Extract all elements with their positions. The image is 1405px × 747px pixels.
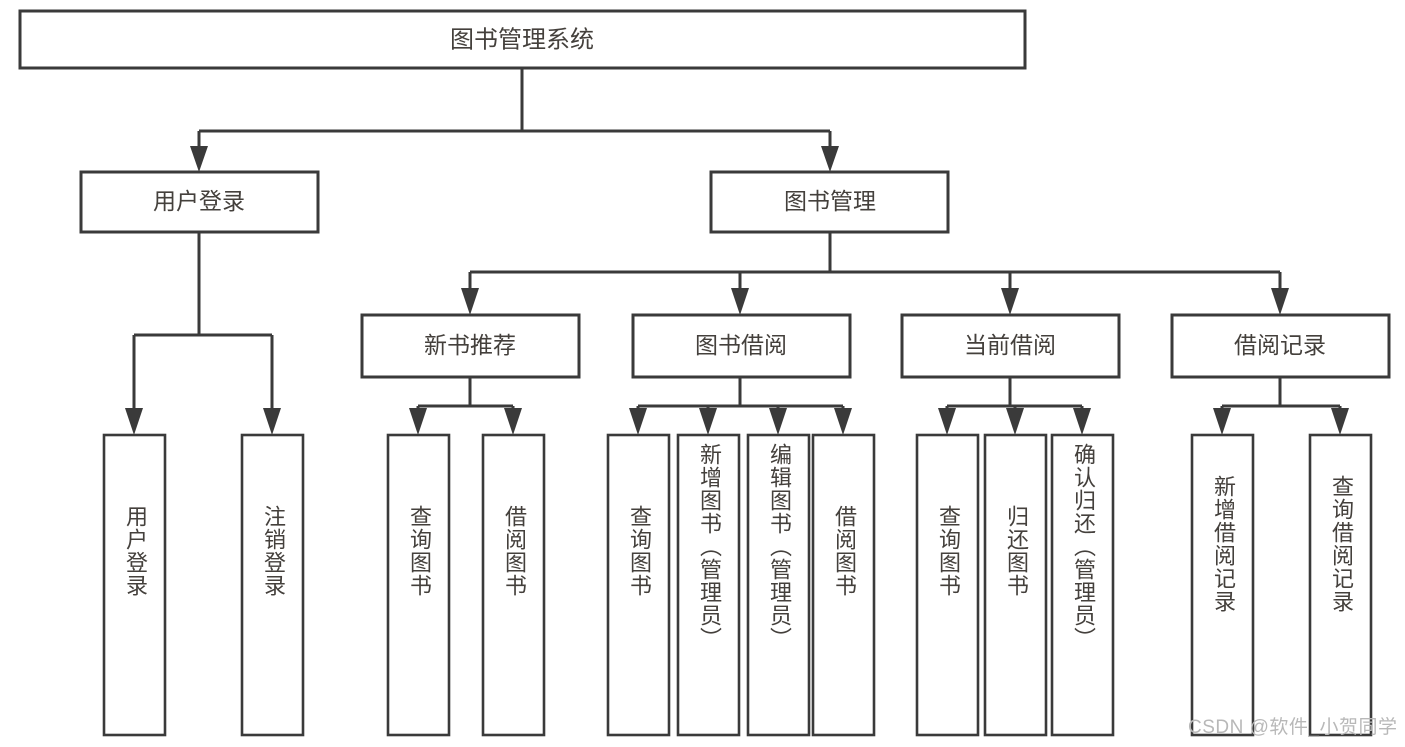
leaf-group-book-borrow — [606, 433, 876, 737]
node-current-borrow-label: 当前借阅 — [964, 332, 1056, 358]
node-current-borrow[interactable]: 当前借阅 — [900, 313, 1121, 379]
node-new-book-recommend[interactable]: 新书推荐 — [360, 313, 581, 379]
leaf-box-edit-book-admin[interactable] — [746, 433, 811, 737]
leaf-box-add-borrow-record[interactable] — [1190, 433, 1255, 737]
connector-userlogin-to-leaves — [125, 232, 281, 435]
connector-newbook-to-leaves — [409, 377, 522, 435]
leaf-group-user-login — [102, 433, 305, 737]
leaf-box-query-book-3[interactable] — [915, 433, 980, 737]
leaf-box-return-book[interactable] — [983, 433, 1048, 737]
node-new-book-recommend-label: 新书推荐 — [424, 332, 516, 358]
leaf-box-query-book-2[interactable] — [606, 433, 671, 737]
node-root[interactable]: 图书管理系统 — [18, 9, 1027, 70]
leaf-group-current-borrow — [915, 433, 1115, 737]
node-root-label: 图书管理系统 — [450, 26, 594, 53]
node-borrow-record-label: 借阅记录 — [1234, 332, 1326, 358]
node-book-borrow[interactable]: 图书借阅 — [631, 313, 852, 379]
leaf-box-user-login[interactable] — [102, 433, 167, 737]
leaf-box-logout[interactable] — [240, 433, 305, 737]
csdn-watermark: CSDN @软件_小贺同学 — [1188, 717, 1398, 738]
connector-bookborrow-to-leaves — [629, 377, 852, 435]
leaf-box-add-book-admin[interactable] — [676, 433, 741, 737]
connector-currentborrow-to-leaves — [938, 377, 1091, 435]
leaf-box-query-borrow-record[interactable] — [1308, 433, 1373, 737]
node-borrow-record[interactable]: 借阅记录 — [1170, 313, 1391, 379]
node-user-login-label: 用户登录 — [153, 188, 245, 214]
connector-root-to-level1 — [190, 68, 839, 172]
connector-bookmgmt-to-level2 — [461, 232, 1289, 315]
node-book-borrow-label: 图书借阅 — [695, 332, 787, 358]
node-user-login[interactable]: 用户登录 — [79, 170, 320, 234]
connector-borrowrecord-to-leaves — [1213, 377, 1349, 435]
leaf-box-confirm-return-admin[interactable] — [1050, 433, 1115, 737]
node-book-management-label: 图书管理 — [784, 188, 876, 214]
leaf-box-query-book-1[interactable] — [386, 433, 451, 737]
node-book-management[interactable]: 图书管理 — [709, 170, 950, 234]
leaf-group-borrow-record — [1190, 433, 1373, 737]
leaf-box-borrow-book-2[interactable] — [811, 433, 876, 737]
leaf-box-borrow-book-1[interactable] — [481, 433, 546, 737]
leaf-group-new-book-recommend — [386, 433, 546, 737]
